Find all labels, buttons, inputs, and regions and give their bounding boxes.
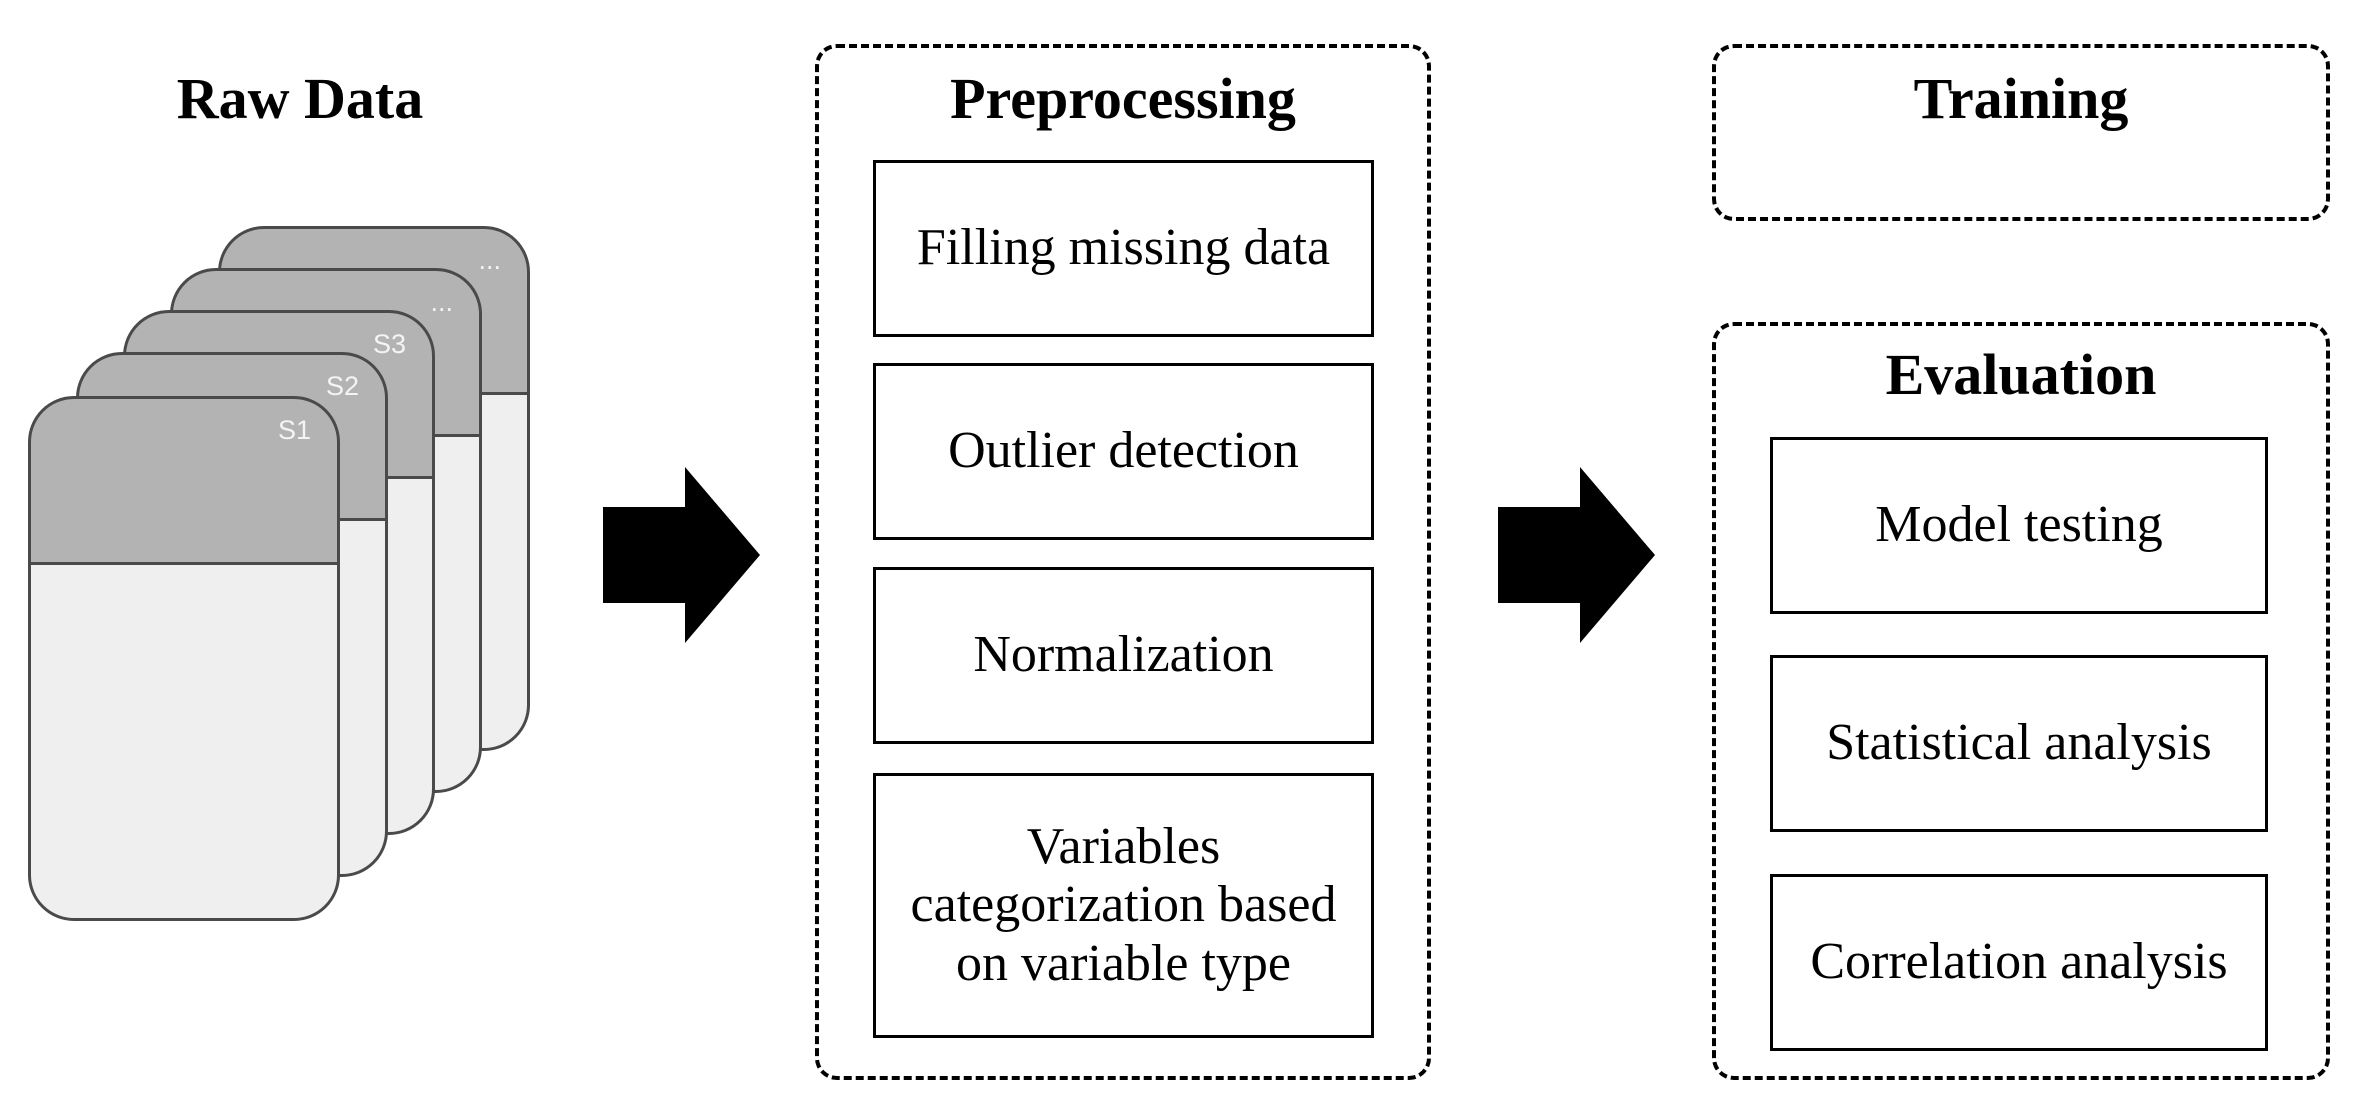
training-group <box>1712 44 2330 221</box>
step-correlation-analysis: Correlation analysis <box>1770 874 2268 1051</box>
data-card-label: S2 <box>325 371 359 401</box>
preprocessing-group <box>815 44 1431 1080</box>
evaluation-title: Evaluation <box>1885 342 2157 407</box>
step-filling-missing-data: Filling missing data <box>873 160 1374 337</box>
step-statistical-analysis: Statistical analysis <box>1770 655 2268 832</box>
step-outlier-detection: Outlier detection <box>873 363 1374 540</box>
data-card-label: ... <box>478 245 501 275</box>
evaluation-group <box>1712 322 2330 1080</box>
data-card-label: S3 <box>372 329 406 359</box>
arrow-preprocessing-to-evaluation <box>1498 467 1655 643</box>
data-card-label: S1 <box>277 415 311 445</box>
step-model-testing: Model testing <box>1770 437 2268 614</box>
preprocessing-title: Preprocessing <box>950 66 1296 131</box>
training-title: Training <box>1913 66 2129 131</box>
step-variables-categorization: Variables categorization based on variab… <box>873 773 1374 1038</box>
step-normalization: Normalization <box>873 567 1374 744</box>
data-card-label: ... <box>430 287 453 317</box>
data-card-1: S1 <box>28 396 340 921</box>
arrow-raw-to-preprocessing <box>603 467 760 643</box>
raw-data-title: Raw Data <box>176 66 424 131</box>
